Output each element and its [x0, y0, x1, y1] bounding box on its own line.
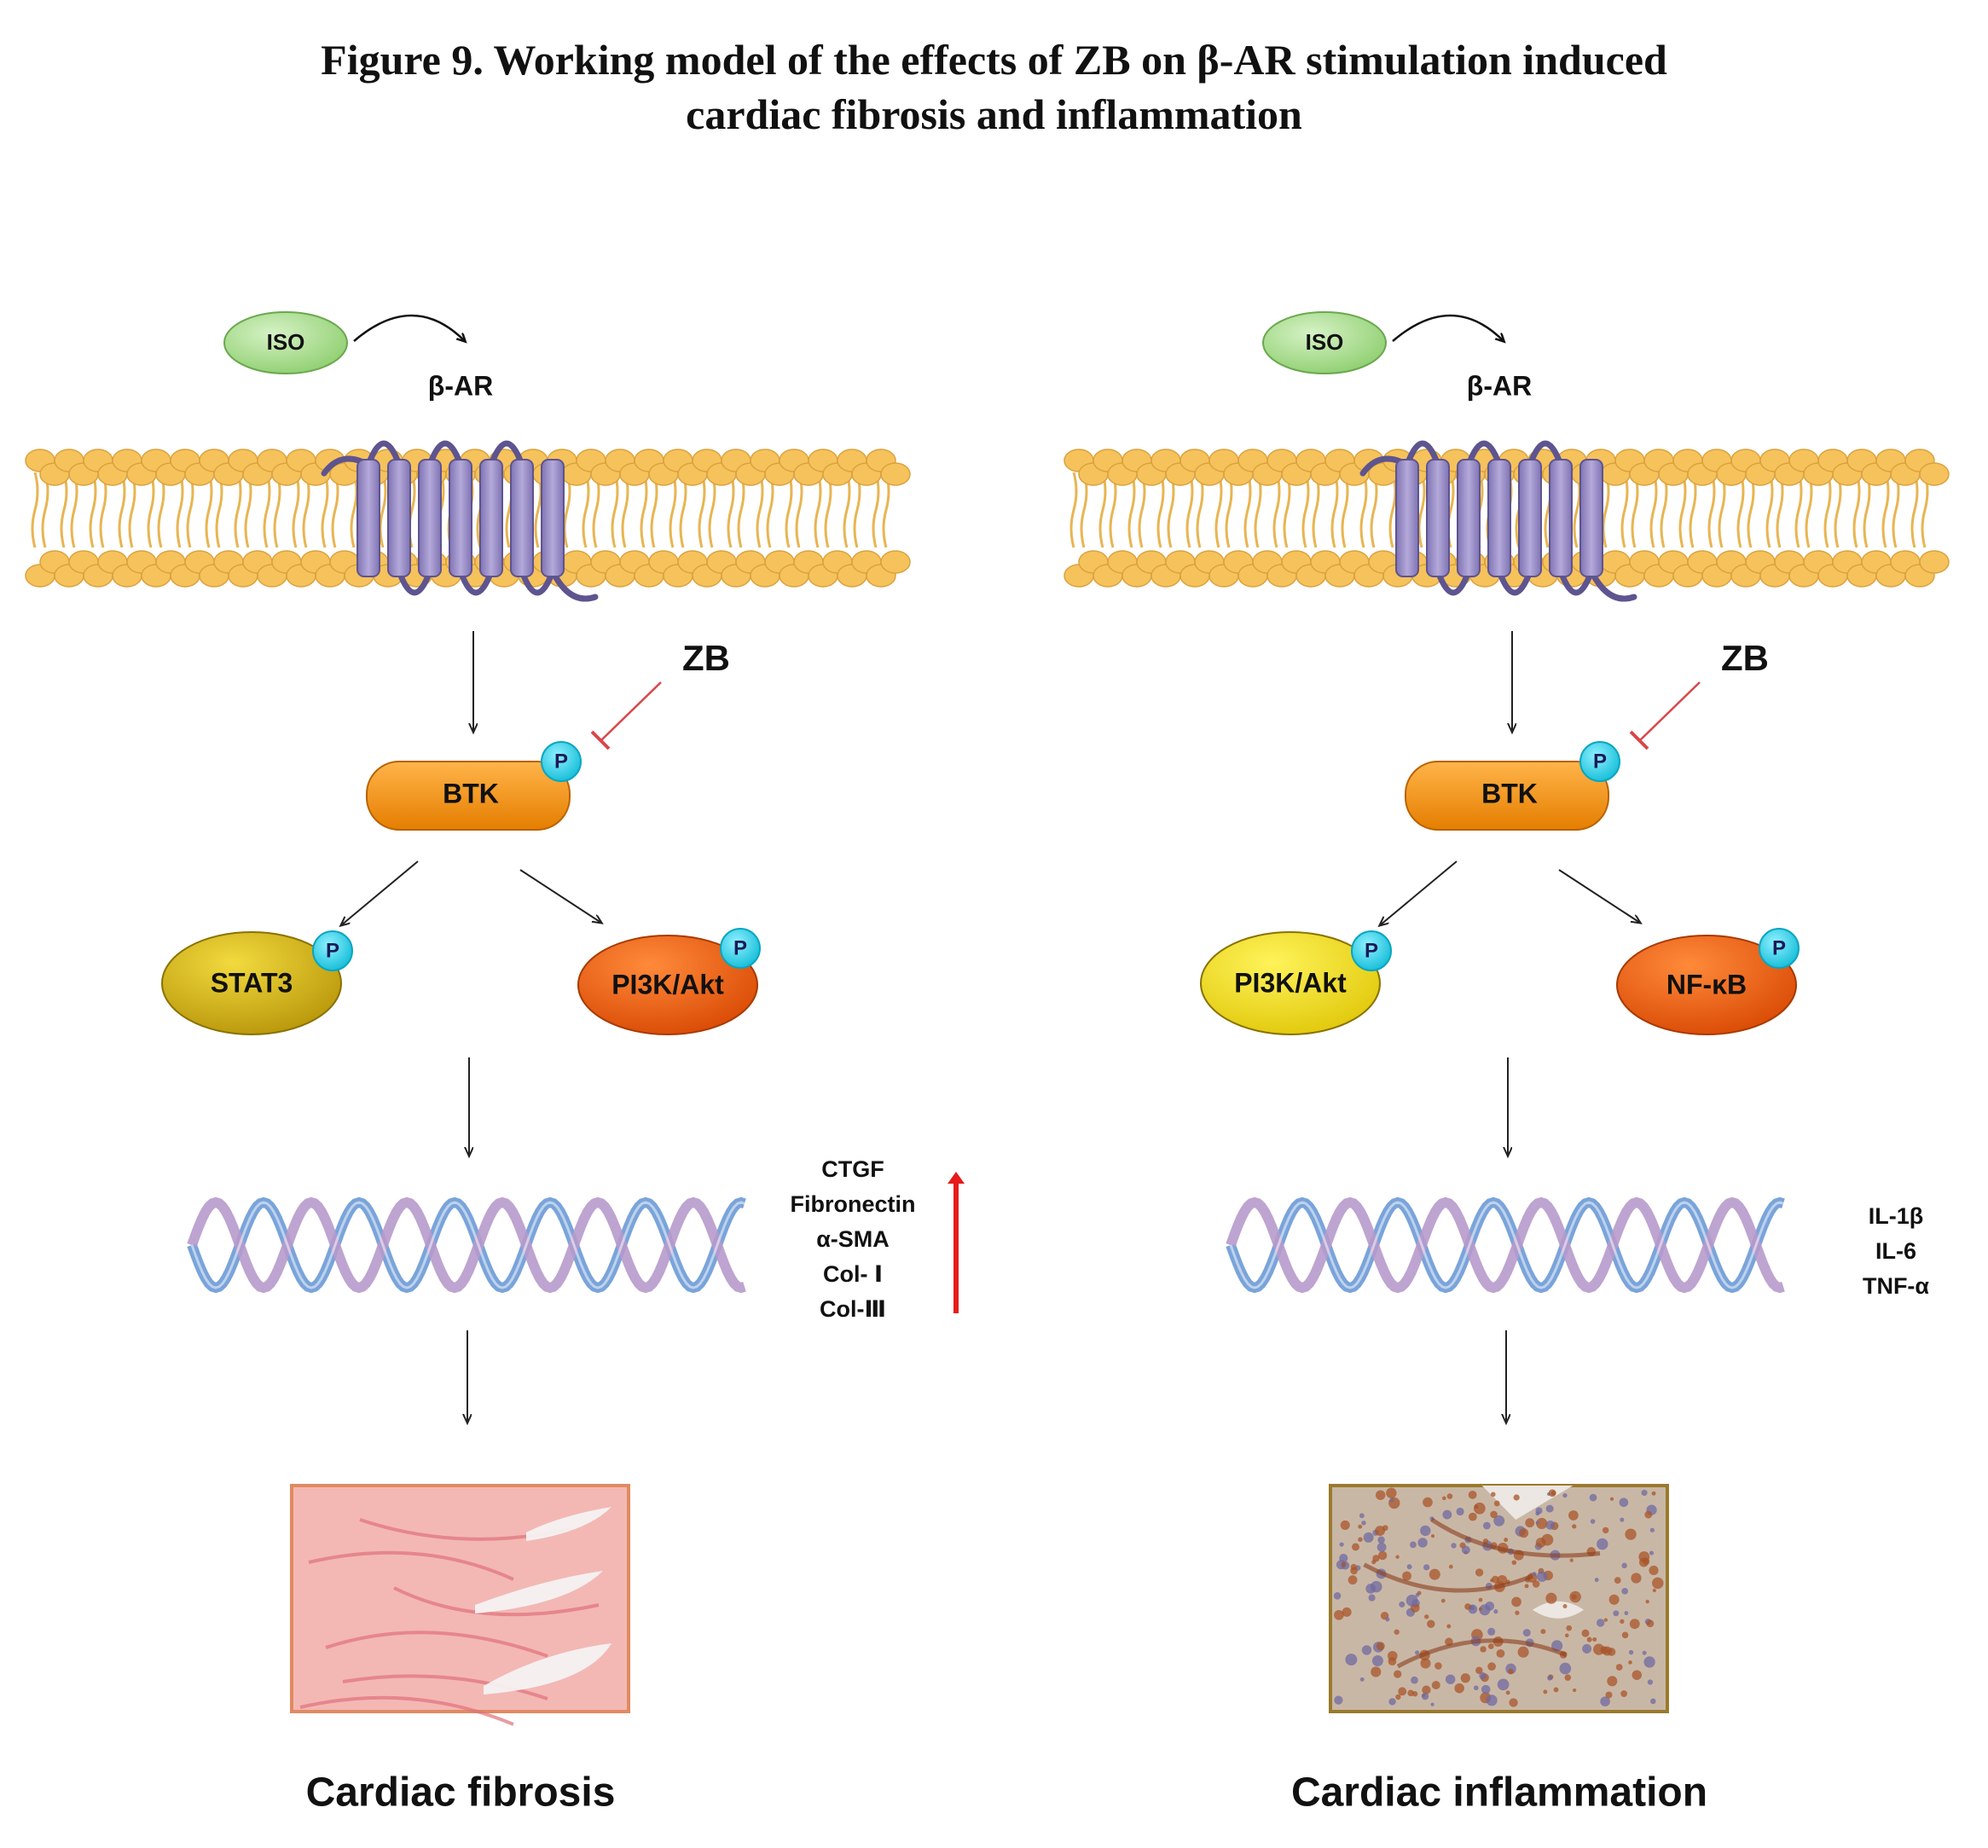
gene-item: IL-1β: [1869, 1203, 1923, 1229]
left-effector-label: STAT3: [211, 967, 293, 998]
gene-item: TNF-α: [1863, 1273, 1929, 1299]
phospho-badge: [1759, 928, 1800, 969]
btk-node: [366, 761, 571, 831]
right-effector-node: [1616, 935, 1797, 1035]
phospho-label: P: [326, 939, 339, 962]
zb-label: ZB: [682, 638, 730, 678]
btk-to-right-arrow: [519, 869, 601, 923]
ligand-binding-arrow: [1392, 314, 1504, 341]
panel-inflammation: ISO β-AR ZB BTK P PI3K/Akt P NF-κB P IL-1βIL-6TNF…: [1064, 311, 1950, 1816]
gene-item: Col-Ⅲ: [820, 1296, 886, 1322]
zb-inhibition-line: [1639, 681, 1701, 741]
gene-item: α-SMA: [816, 1226, 890, 1252]
gene-item: IL-6: [1875, 1238, 1916, 1264]
receptor-label: β-AR: [1467, 370, 1532, 401]
receptor-label: β-AR: [428, 370, 493, 401]
outcome-label: Cardiac fibrosis: [306, 1770, 616, 1816]
phospho-label: P: [733, 936, 747, 959]
phospho-badge: [1579, 741, 1620, 782]
phospho-label: P: [1365, 939, 1378, 962]
zb-inhibition-line: [600, 681, 662, 741]
left-effector-node: [1200, 931, 1381, 1035]
beta-ar-receptor: [321, 440, 599, 602]
figure-title: Figure 9. Working model of the effects o…: [0, 32, 1988, 142]
btk-to-left-arrow: [341, 860, 419, 925]
phospho-badge: [1351, 930, 1392, 971]
figure-title-line-2: cardiac fibrosis and inflammation: [686, 90, 1302, 138]
zb-inhibition-bar: [1629, 730, 1649, 750]
right-effector-node: [577, 935, 758, 1035]
right-effector-label: NF-κB: [1666, 969, 1747, 999]
dna-helix: [187, 1196, 746, 1294]
zb-label: ZB: [1721, 638, 1769, 678]
iso-label: ISO: [1306, 329, 1344, 355]
phospho-badge: [720, 928, 761, 969]
btk-node: [1405, 761, 1609, 831]
btk-label: BTK: [443, 778, 499, 808]
left-effector-node: [161, 931, 342, 1035]
left-effector-label: PI3K/Akt: [1234, 967, 1347, 998]
gene-list: CTGF Fibronectin α-SMA Col- Ⅰ Col-Ⅲ: [791, 1156, 916, 1322]
iso-ligand: [1262, 311, 1387, 374]
btk-to-left-arrow: [1380, 860, 1458, 925]
fibrosis-histology-image: [290, 1484, 630, 1726]
figure-title-line-1: Figure 9. Working model of the effects o…: [321, 36, 1667, 84]
iso-label: ISO: [267, 329, 305, 355]
zb-inhibition-bar: [590, 730, 611, 750]
phospho-label: P: [1593, 750, 1607, 773]
inflammation-histology-image: [1329, 1484, 1669, 1713]
right-effector-label: PI3K/Akt: [611, 969, 724, 999]
phospho-badge: [312, 930, 353, 971]
gene-item: CTGF: [821, 1156, 884, 1182]
gene-item: Col- Ⅰ: [823, 1261, 883, 1287]
btk-label: BTK: [1481, 778, 1538, 808]
ligand-binding-arrow: [353, 314, 465, 341]
phospho-badge: [541, 741, 582, 782]
outcome-label: Cardiac inflammation: [1291, 1770, 1707, 1816]
dna-helix: [1226, 1196, 1785, 1294]
gene-item: Fibronectin: [791, 1191, 916, 1217]
phospho-label: P: [554, 750, 568, 773]
beta-ar-receptor: [1359, 440, 1637, 602]
panel-fibrosis: ISO β-AR ZB BTK P STAT3 P PI3K/Akt P CTGF Fibronec…: [25, 311, 965, 1816]
phospho-label: P: [1772, 936, 1786, 959]
btk-to-right-arrow: [1558, 869, 1640, 923]
iso-ligand: [223, 311, 348, 374]
